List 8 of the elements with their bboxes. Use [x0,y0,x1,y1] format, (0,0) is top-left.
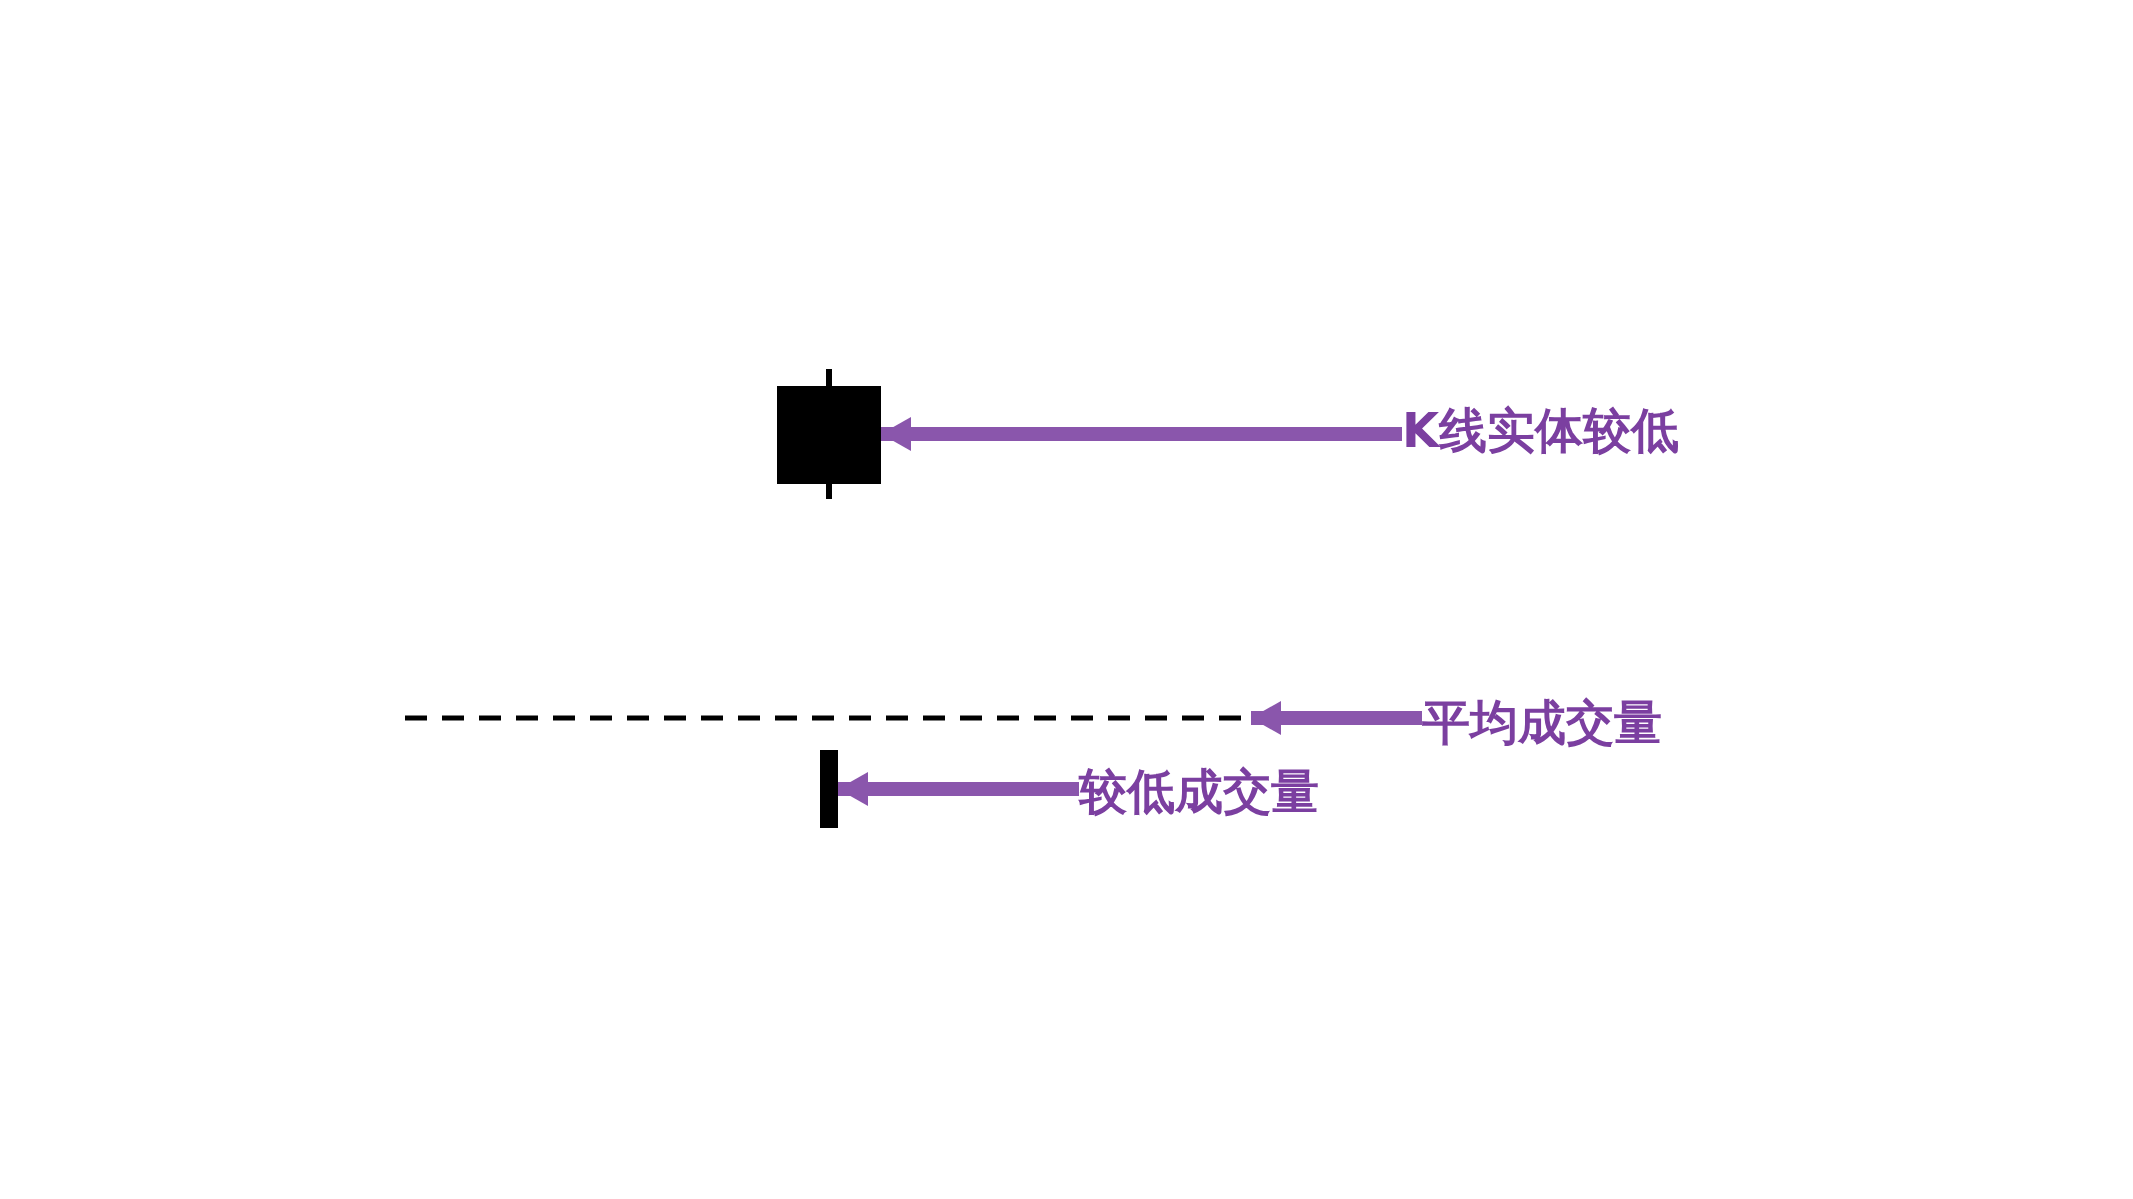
volume-bar [820,750,838,828]
arrow [838,772,1079,806]
annotation-label: 较低成交量 [1079,763,1359,823]
arrow [1251,701,1422,735]
annotation-label: 平均成交量 [1422,694,1702,754]
candlestick-drawing [777,369,881,499]
annotation-label: K线实体较低 [1402,402,1712,462]
arrow [881,417,1402,451]
